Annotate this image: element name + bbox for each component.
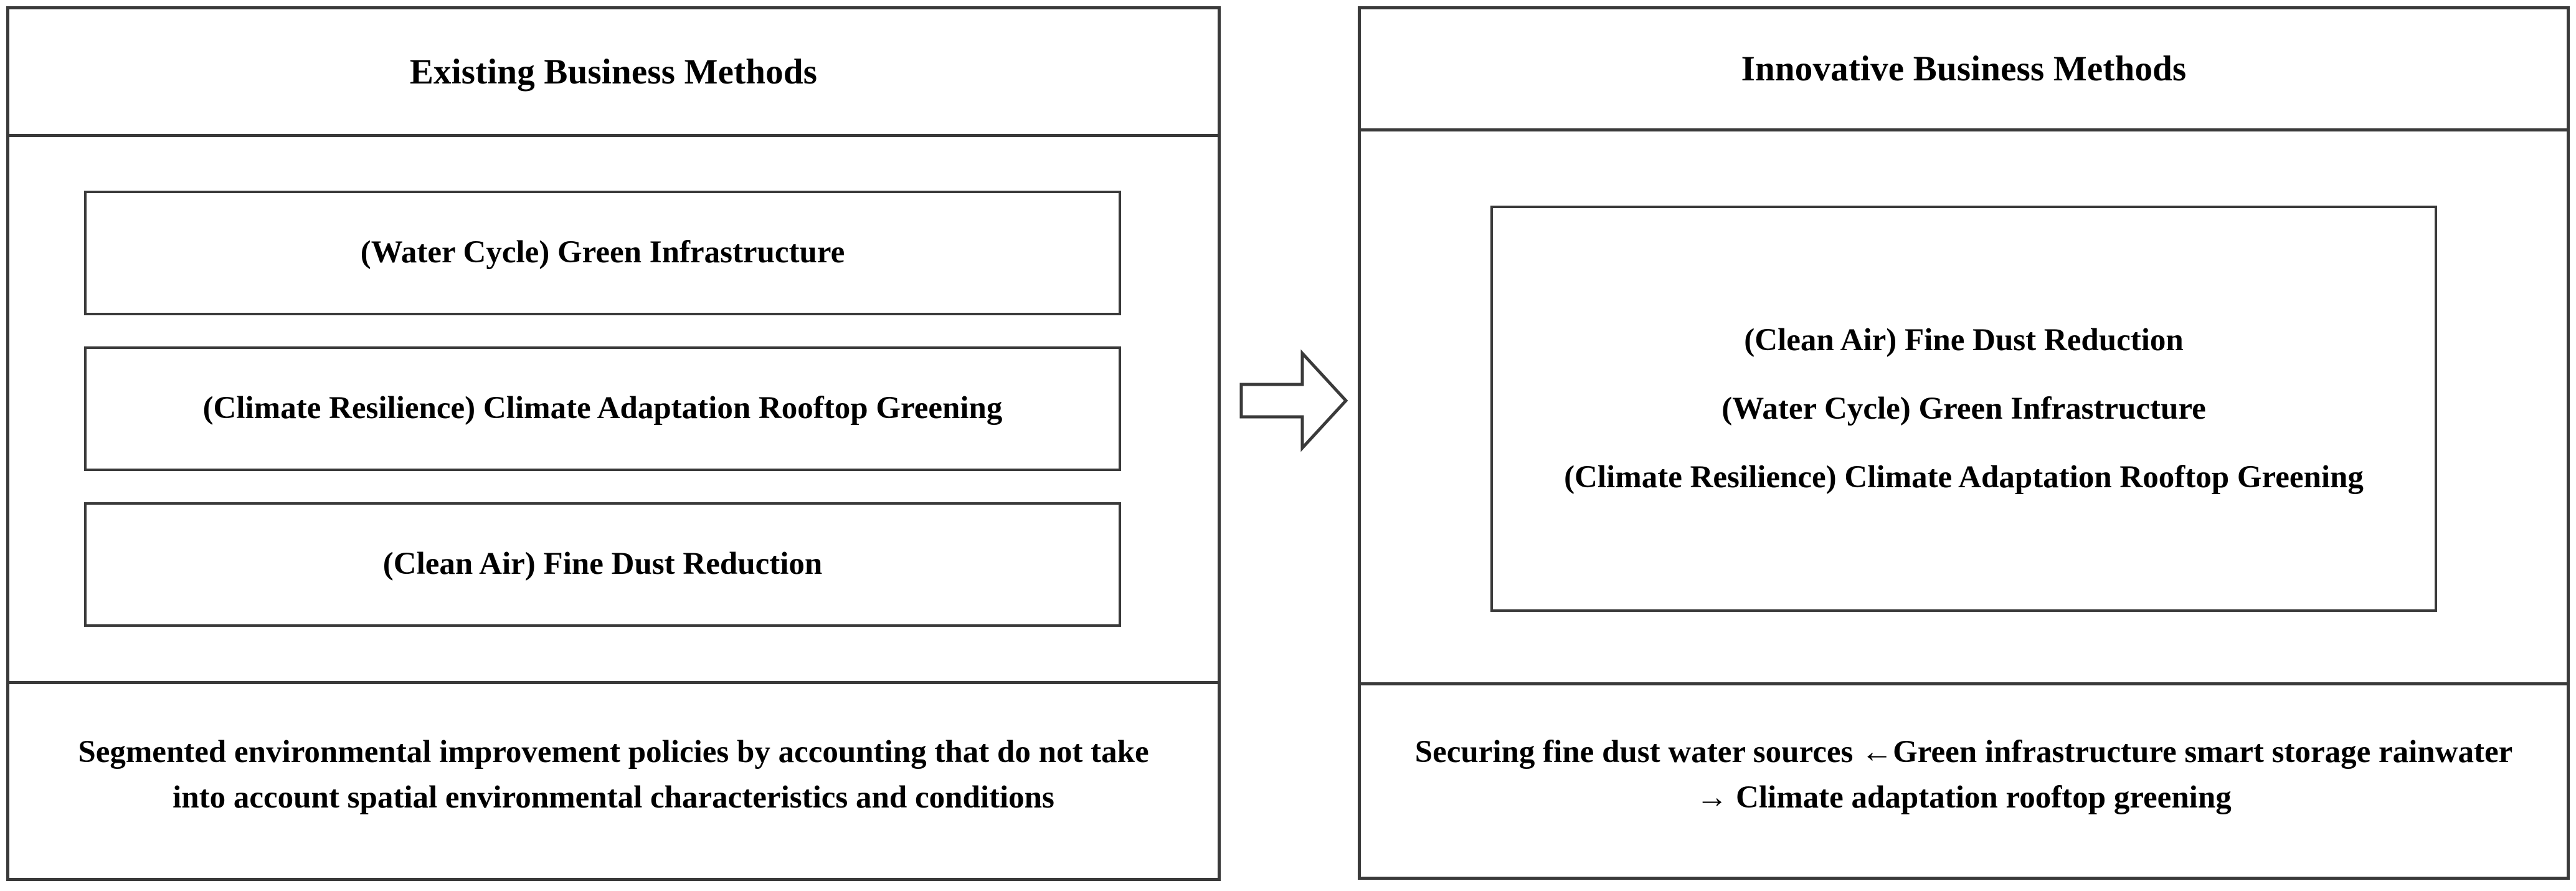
method-box-label: (Climate Resilience) Climate Adaptation … (202, 391, 1003, 426)
existing-method-box-stack: (Water Cycle) Green Infrastructure (Clim… (84, 137, 1121, 684)
right-panel-footer: Securing fine dust water sources ←Green … (1361, 682, 2567, 877)
method-box-label: (Water Cycle) Green Infrastructure (360, 235, 845, 270)
left-panel-body: (Water Cycle) Green Infrastructure (Clim… (9, 137, 1218, 684)
left-panel-footer: Segmented environmental improvement poli… (9, 681, 1218, 878)
combined-line-climate-resilience: (Climate Resilience) Climate Adaptation … (1564, 460, 2364, 495)
combined-methods-box: (Clean Air) Fine Dust Reduction (Water C… (1490, 206, 2437, 612)
method-box-label: (Clean Air) Fine Dust Reduction (382, 546, 823, 582)
left-panel-title: Existing Business Methods (409, 52, 818, 92)
right-panel-body: (Clean Air) Fine Dust Reduction (Water C… (1361, 131, 2567, 682)
combined-line-water-cycle: (Water Cycle) Green Infrastructure (1721, 391, 2206, 426)
left-panel-footer-text: Segmented environmental improvement poli… (78, 735, 1149, 815)
combined-line-clean-air: (Clean Air) Fine Dust Reduction (1744, 322, 2184, 358)
combined-box-wrapper: (Clean Air) Fine Dust Reduction (Water C… (1361, 131, 2567, 682)
right-block-arrow-icon (1224, 338, 1358, 463)
right-panel-header: Innovative Business Methods (1361, 9, 2567, 131)
method-box-climate-resilience: (Climate Resilience) Climate Adaptation … (84, 346, 1121, 471)
right-panel-footer-text: Securing fine dust water sources ←Green … (1414, 735, 2513, 815)
method-box-water-cycle: (Water Cycle) Green Infrastructure (84, 191, 1121, 315)
left-panel-header: Existing Business Methods (9, 9, 1218, 137)
existing-business-methods-panel: Existing Business Methods (Water Cycle) … (6, 6, 1221, 881)
innovative-business-methods-panel: Innovative Business Methods (Clean Air) … (1358, 6, 2570, 880)
right-panel-title: Innovative Business Methods (1741, 49, 2187, 88)
method-box-clean-air: (Clean Air) Fine Dust Reduction (84, 502, 1121, 627)
